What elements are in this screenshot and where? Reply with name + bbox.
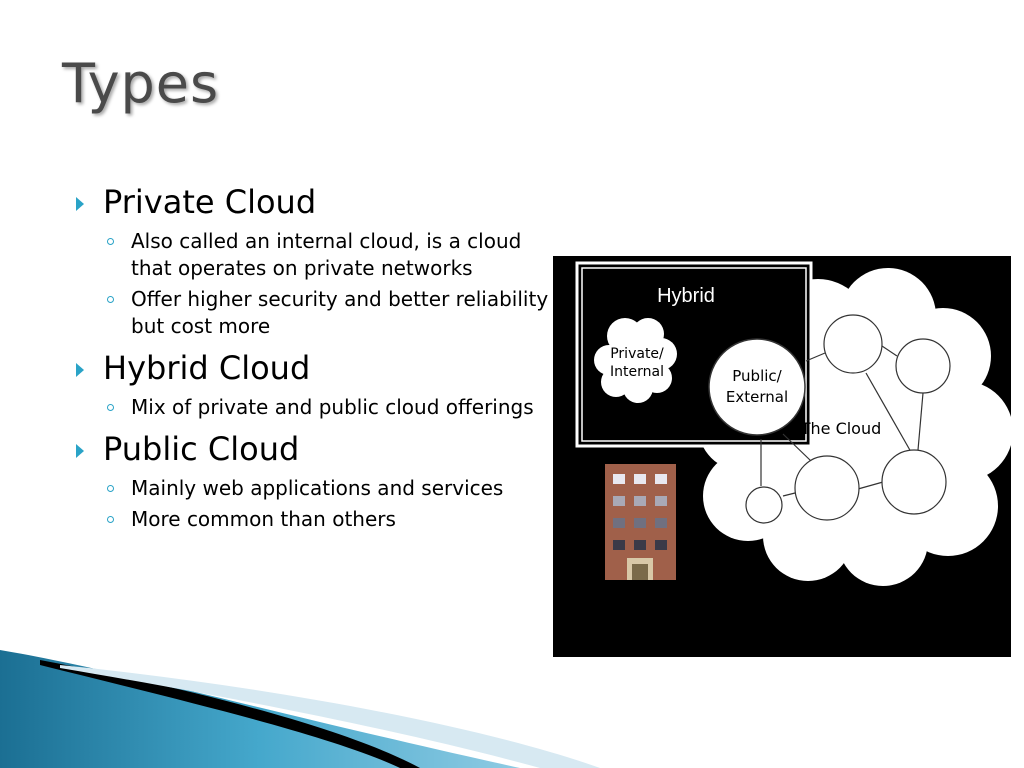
public-label-line2: External bbox=[726, 388, 788, 406]
network-node bbox=[881, 449, 947, 515]
network-node bbox=[895, 338, 951, 394]
bullet-heading: Hybrid Cloud bbox=[103, 349, 311, 387]
hybrid-label: Hybrid bbox=[657, 285, 715, 307]
sub-bullet: Also called an internal cloud, is a clou… bbox=[103, 228, 556, 282]
sub-bullet-text: Offer higher security and better reliabi… bbox=[131, 287, 549, 338]
bullet-heading: Public Cloud bbox=[103, 430, 300, 468]
sub-bullet-text: Mix of private and public cloud offering… bbox=[131, 395, 534, 419]
ring-bullet-icon bbox=[107, 238, 114, 245]
sub-bullet-list: Mainly web applications and services Mor… bbox=[103, 475, 556, 533]
sub-bullet: Mainly web applications and services bbox=[103, 475, 556, 502]
slide-title: Types bbox=[62, 52, 220, 115]
sub-bullet: More common than others bbox=[103, 506, 556, 533]
bullet-arrow-icon bbox=[76, 197, 84, 211]
network-node bbox=[823, 314, 883, 374]
hybrid-box-inner-border bbox=[581, 267, 807, 442]
private-label-line1: Private/ bbox=[610, 346, 664, 362]
building-icon bbox=[605, 464, 676, 580]
bullet-hybrid-cloud: Hybrid Cloud Mix of private and public c… bbox=[76, 346, 556, 421]
sub-bullet-text: More common than others bbox=[131, 507, 396, 531]
the-cloud-label: The Cloud bbox=[800, 419, 882, 438]
sub-bullet-text: Mainly web applications and services bbox=[131, 476, 504, 500]
cloud-types-diagram: Hybrid Private/ Internal bbox=[553, 256, 1011, 657]
ring-bullet-icon bbox=[107, 485, 114, 492]
sub-bullet-list: Mix of private and public cloud offering… bbox=[103, 394, 556, 421]
sub-bullet: Mix of private and public cloud offering… bbox=[103, 394, 556, 421]
private-cloud-shape bbox=[594, 318, 677, 403]
ring-bullet-icon bbox=[107, 296, 114, 303]
ring-bullet-icon bbox=[107, 516, 114, 523]
bullet-arrow-icon bbox=[76, 444, 84, 458]
footer-swoosh-decoration bbox=[0, 650, 600, 768]
sub-bullet: Offer higher security and better reliabi… bbox=[103, 286, 556, 340]
private-label-line2: Internal bbox=[610, 364, 664, 380]
bullet-public-cloud: Public Cloud Mainly web applications and… bbox=[76, 427, 556, 533]
public-label-line1: Public/ bbox=[732, 367, 782, 385]
network-nodes bbox=[745, 314, 951, 524]
ring-bullet-icon bbox=[107, 404, 114, 411]
public-external-node bbox=[708, 338, 806, 436]
bullet-heading: Private Cloud bbox=[103, 183, 317, 221]
network-node bbox=[794, 455, 860, 521]
bullet-arrow-icon bbox=[76, 363, 84, 377]
network-node bbox=[745, 486, 783, 524]
sub-bullet-text: Also called an internal cloud, is a clou… bbox=[131, 229, 522, 280]
bullet-private-cloud: Private Cloud Also called an internal cl… bbox=[76, 180, 556, 340]
diagram-svg: Hybrid Private/ Internal bbox=[575, 261, 1011, 586]
sub-bullet-list: Also called an internal cloud, is a clou… bbox=[103, 228, 556, 340]
network-links bbox=[760, 345, 924, 497]
bullet-list: Private Cloud Also called an internal cl… bbox=[76, 178, 556, 539]
